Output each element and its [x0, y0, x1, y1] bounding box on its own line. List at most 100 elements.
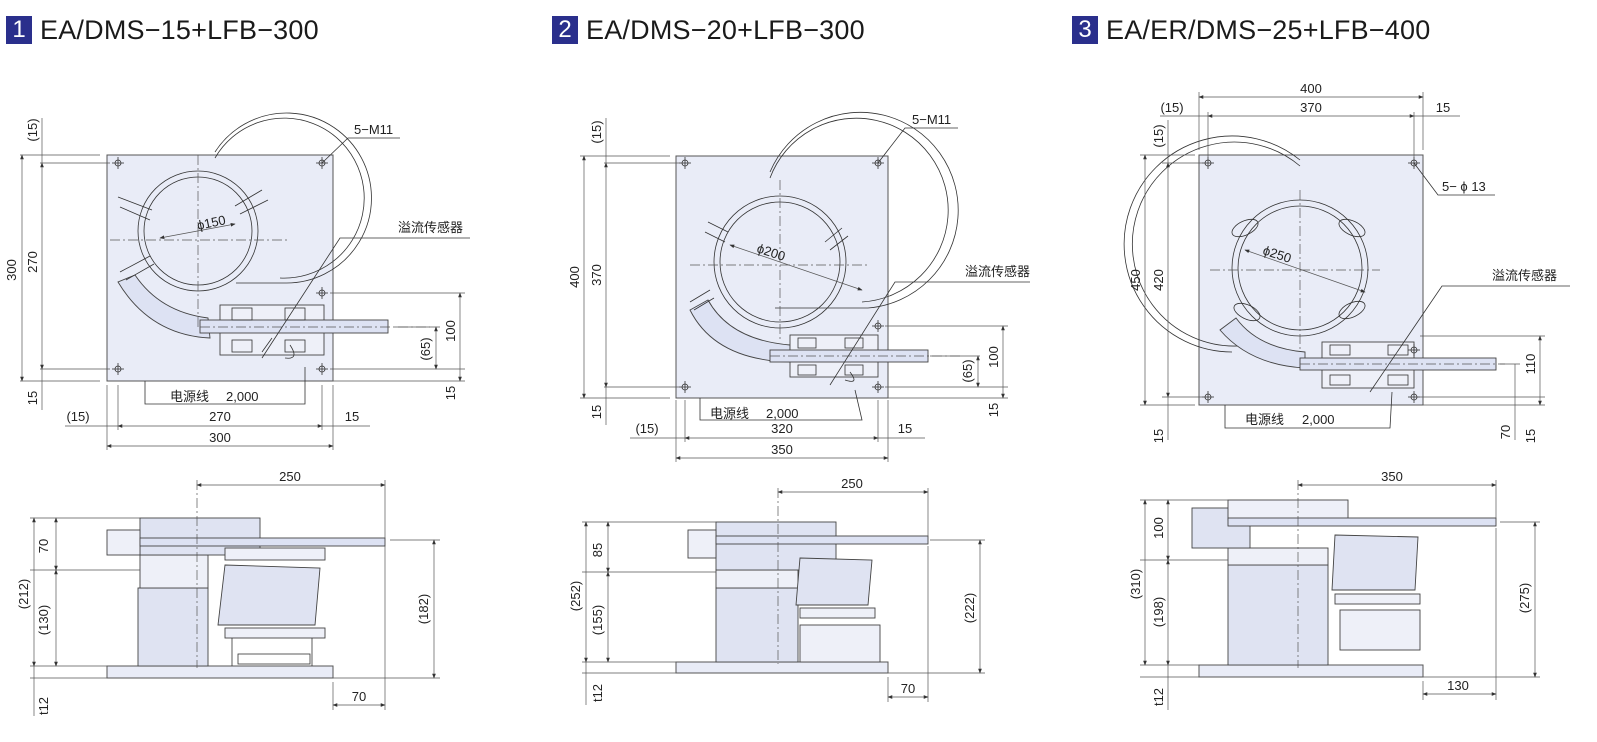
unit-1-top-view: 5−M11 ϕ150 溢流传感器 电源线 2,000 300 270 (15) … — [4, 112, 470, 450]
dim-offset-right: 15 — [898, 421, 912, 436]
dim-rail-height: 100 — [986, 346, 1001, 368]
dim-rail-offset: 70 — [1498, 425, 1513, 439]
bolt-label: 5− ϕ 13 — [1442, 179, 1486, 194]
linear-drive-body — [1331, 534, 1419, 591]
side-base-plate — [1198, 664, 1424, 678]
dim-plate-height: 300 — [4, 259, 19, 281]
unit-3-side-view: 350 (310) 100 (198) t12 (275) 130 — [1128, 469, 1540, 710]
bowl-chute — [1219, 317, 1306, 369]
dim-side-top: 250 — [841, 476, 863, 491]
unit-model-title: EA/DMS−20+LFB−300 — [586, 14, 865, 45]
unit-3-top-view: 5− ϕ 13 ϕ250 溢流传感器 电源线 2,000 400 370 (15… — [1123, 81, 1570, 443]
bolt-label: 5−M11 — [912, 112, 951, 127]
linear-drive-body — [795, 557, 873, 606]
cable-label: 电源线 — [170, 389, 209, 404]
dim-side-rail-height: (275) — [1517, 583, 1532, 613]
dim-rail-edge: 15 — [986, 403, 1001, 417]
dim-plate-height: 400 — [567, 266, 582, 288]
linear-rail — [199, 319, 389, 334]
cable-label: 电源线 — [710, 406, 749, 421]
dim-side-lower: (198) — [1151, 597, 1166, 627]
unit-model-title: EA/ER/DMS−25+LFB−400 — [1106, 14, 1431, 45]
unit-number-badge: 1 — [6, 16, 32, 44]
dim-offset-top: (15) — [1151, 124, 1166, 147]
dim-side-lower: (155) — [590, 605, 605, 635]
dim-offset-bottom: 15 — [25, 391, 40, 405]
dim-hole-pitch-h: 270 — [209, 409, 231, 424]
dim-side-top: 350 — [1381, 469, 1403, 484]
dim-hole-pitch-v: 270 — [25, 251, 40, 273]
dim-rail-offset: (65) — [418, 337, 433, 360]
heading-unit-2: 2 EA/DMS−20+LFB−300 — [552, 14, 865, 46]
dim-side-top: 250 — [279, 469, 301, 484]
dim-offset-top: (15) — [589, 120, 604, 143]
dim-side-lower: (130) — [36, 605, 51, 635]
dim-plate-thickness: t12 — [590, 684, 605, 702]
dim-offset-left: (15) — [1160, 100, 1183, 115]
side-base-plate — [675, 661, 889, 674]
dim-offset-left: (15) — [66, 409, 89, 424]
bowl-drive-body — [715, 587, 799, 663]
dim-side-bottom: 130 — [1447, 678, 1469, 693]
dim-plate-height: 450 — [1128, 269, 1143, 291]
dim-side-upper: 85 — [590, 543, 605, 557]
dim-rail-height: 100 — [443, 320, 458, 342]
sensor-label: 溢流传感器 — [965, 264, 1030, 279]
dim-side-rail-height: (222) — [962, 593, 977, 623]
dim-offset-right: 15 — [345, 409, 359, 424]
dim-side-height-total: (310) — [1128, 569, 1143, 599]
linear-drive-body — [217, 564, 321, 626]
dim-plate-width: 350 — [771, 442, 793, 457]
dim-side-upper: 70 — [36, 539, 51, 553]
dim-hole-pitch-v: 370 — [589, 264, 604, 286]
dim-hole-pitch-h: 320 — [771, 421, 793, 436]
cable-length: 2,000 — [1302, 412, 1335, 427]
dim-offset-left: (15) — [635, 421, 658, 436]
dim-offset-bottom: 15 — [1151, 429, 1166, 443]
dim-side-bottom: 70 — [901, 681, 915, 696]
unit-1-side-view: 250 (212) 70 (130) t12 (182) 70 — [16, 469, 440, 716]
dim-side-height-total: (252) — [568, 581, 583, 611]
sensor-label: 溢流传感器 — [1492, 268, 1557, 283]
dim-plate-thickness: t12 — [1151, 688, 1166, 706]
unit-number-badge: 2 — [552, 16, 578, 44]
side-rail — [1227, 517, 1497, 527]
bowl-drive-body — [1227, 564, 1329, 666]
bowl-top — [1191, 507, 1251, 549]
heading-unit-3: 3 EA/ER/DMS−25+LFB−400 — [1072, 14, 1430, 46]
dim-plate-thickness: t12 — [36, 697, 51, 715]
unit-model-title: EA/DMS−15+LFB−300 — [40, 14, 319, 45]
heading-unit-1: 1 EA/DMS−15+LFB−300 — [6, 14, 319, 46]
dim-offset-right: 15 — [1436, 100, 1450, 115]
dim-side-bottom: 70 — [352, 689, 366, 704]
dim-plate-width: 300 — [209, 430, 231, 445]
side-base-plate — [106, 665, 334, 679]
dim-rail-offset: (65) — [960, 359, 975, 382]
side-rail — [139, 537, 386, 547]
dim-offset-top: (15) — [25, 118, 40, 141]
bowl-rim — [1123, 135, 1301, 353]
bowl-diameter-label: ϕ150 — [196, 212, 227, 233]
bolt-label: 5−M11 — [354, 122, 393, 137]
unit-2-top-view: 5−M11 ϕ200 溢流传感器 电源线 2,000 400 370 (15) … — [567, 111, 1030, 462]
bowl-rim — [214, 112, 372, 284]
cable-length: 2,000 — [226, 389, 259, 404]
dim-rail-edge: 15 — [1523, 429, 1538, 443]
dim-hole-pitch-v: 420 — [1151, 269, 1166, 291]
side-rail — [715, 535, 929, 545]
bowl-drive-body — [137, 587, 209, 667]
dim-rail-height: 110 — [1523, 354, 1538, 375]
dim-rail-edge: 15 — [443, 386, 458, 400]
cable-length: 2,000 — [766, 406, 799, 421]
dim-plate-width: 400 — [1300, 81, 1322, 96]
unit-2-side-view: 250 (252) 85 (155) t12 (222) 70 — [568, 476, 985, 705]
dim-hole-pitch-h: 370 — [1300, 100, 1322, 115]
dim-side-upper: 100 — [1151, 517, 1166, 539]
dim-offset-bottom: 15 — [589, 405, 604, 419]
cable-label: 电源线 — [1245, 412, 1284, 427]
sensor-label: 溢流传感器 — [398, 220, 463, 235]
dim-side-height-total: (212) — [16, 579, 31, 609]
dim-side-rail-height: (182) — [416, 594, 431, 624]
unit-number-badge: 3 — [1072, 16, 1098, 44]
